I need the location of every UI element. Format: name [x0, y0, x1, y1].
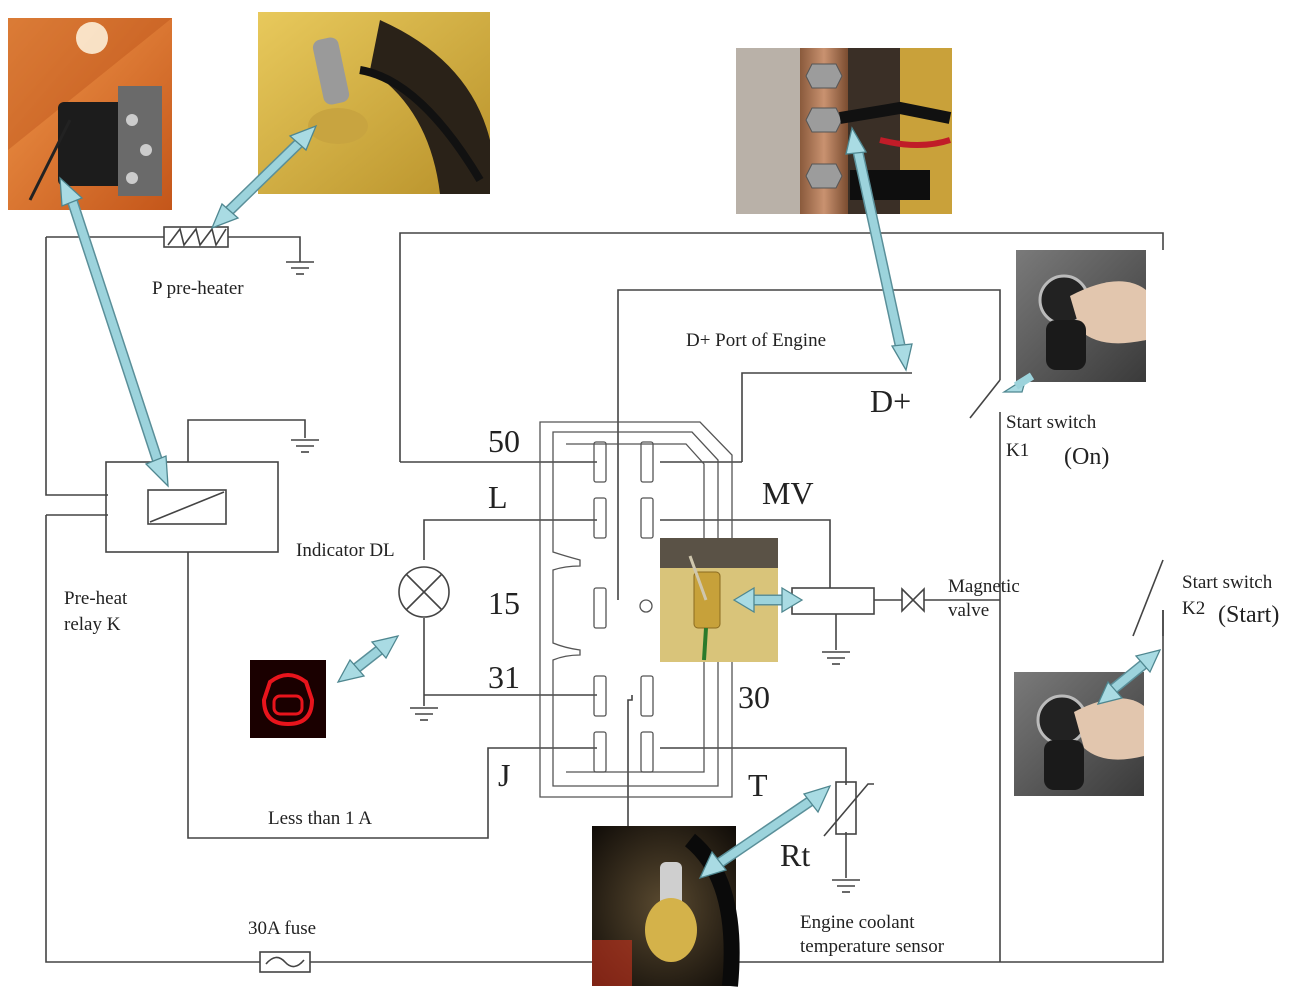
relay-photo: [8, 18, 172, 210]
label-d-plus: D+: [870, 383, 911, 419]
pin-j: [593, 731, 607, 773]
label-pin-t: T: [748, 767, 768, 803]
label-start-switch-k2: Start switch: [1182, 572, 1273, 593]
fuse-symbol: [259, 951, 311, 973]
label-valve: valve: [948, 600, 989, 621]
ground-symbols: [286, 261, 860, 893]
pin-30: [640, 675, 654, 717]
label-magnetic: Magnetic: [948, 576, 1020, 597]
k2-photo: [1014, 672, 1144, 796]
preheater-photo: [258, 12, 490, 194]
arrow-valve: [732, 586, 804, 614]
callout-arrows: [59, 124, 1162, 880]
label-start-switch-k1: Start switch: [1006, 412, 1097, 433]
label-pin-50: 50: [488, 423, 520, 459]
label-on: (On): [1064, 444, 1109, 470]
indicator-lamp-symbol: [398, 566, 450, 618]
label-rt: Rt: [780, 837, 810, 873]
pin-31: [593, 675, 607, 717]
label-start: (Start): [1218, 602, 1279, 628]
label-pin-31: 31: [488, 659, 520, 695]
label-fuse: 30A fuse: [248, 918, 316, 939]
label-pin-j: J: [498, 757, 510, 793]
sensor-photo: [592, 826, 740, 987]
indicator-photo: [250, 660, 326, 738]
arrow-sensor: [698, 784, 832, 880]
wires: [45, 232, 1164, 963]
label-preheat-relay-1: Pre-heat: [64, 588, 128, 609]
label-coolant-2: temperature sensor: [800, 936, 945, 957]
labels: P pre-heater D+ Port of Engine D+ Start …: [64, 278, 1279, 957]
arrow-indicator: [336, 635, 400, 683]
valve-symbol: [901, 587, 925, 613]
arrow-relay: [59, 176, 169, 488]
label-k2: K2: [1182, 598, 1205, 619]
pin-mv: [640, 497, 654, 539]
arrow-preheater: [210, 124, 318, 230]
relay-coil-symbol: [147, 489, 227, 525]
label-pin-l: L: [488, 479, 508, 515]
pin-empty: [639, 599, 653, 613]
pin-15: [593, 587, 607, 629]
pin-50: [593, 441, 607, 483]
label-pin-30: 30: [738, 679, 770, 715]
label-k1: K1: [1006, 440, 1029, 461]
label-coolant-1: Engine coolant: [800, 912, 915, 933]
pin-d-plus: [640, 441, 654, 483]
label-p-preheater: P pre-heater: [152, 278, 244, 299]
label-indicator: Indicator DL: [296, 540, 395, 561]
d-port-photo: [736, 48, 952, 214]
preheater-coil-symbol: [163, 226, 229, 248]
k1-photo: [1016, 250, 1146, 382]
label-d-port: D+ Port of Engine: [686, 330, 826, 351]
thermistor-symbol: [823, 781, 874, 837]
arrow-d-port: [845, 126, 913, 372]
arrow-k2: [1096, 649, 1162, 705]
label-preheat-relay-2: relay K: [64, 614, 121, 635]
label-pin-15: 15: [488, 585, 520, 621]
pin-t: [640, 731, 654, 773]
arrow-k1: [1001, 372, 1035, 393]
pin-l: [593, 497, 607, 539]
label-mv: MV: [762, 475, 814, 511]
label-less-than: Less than 1 A: [268, 808, 372, 829]
